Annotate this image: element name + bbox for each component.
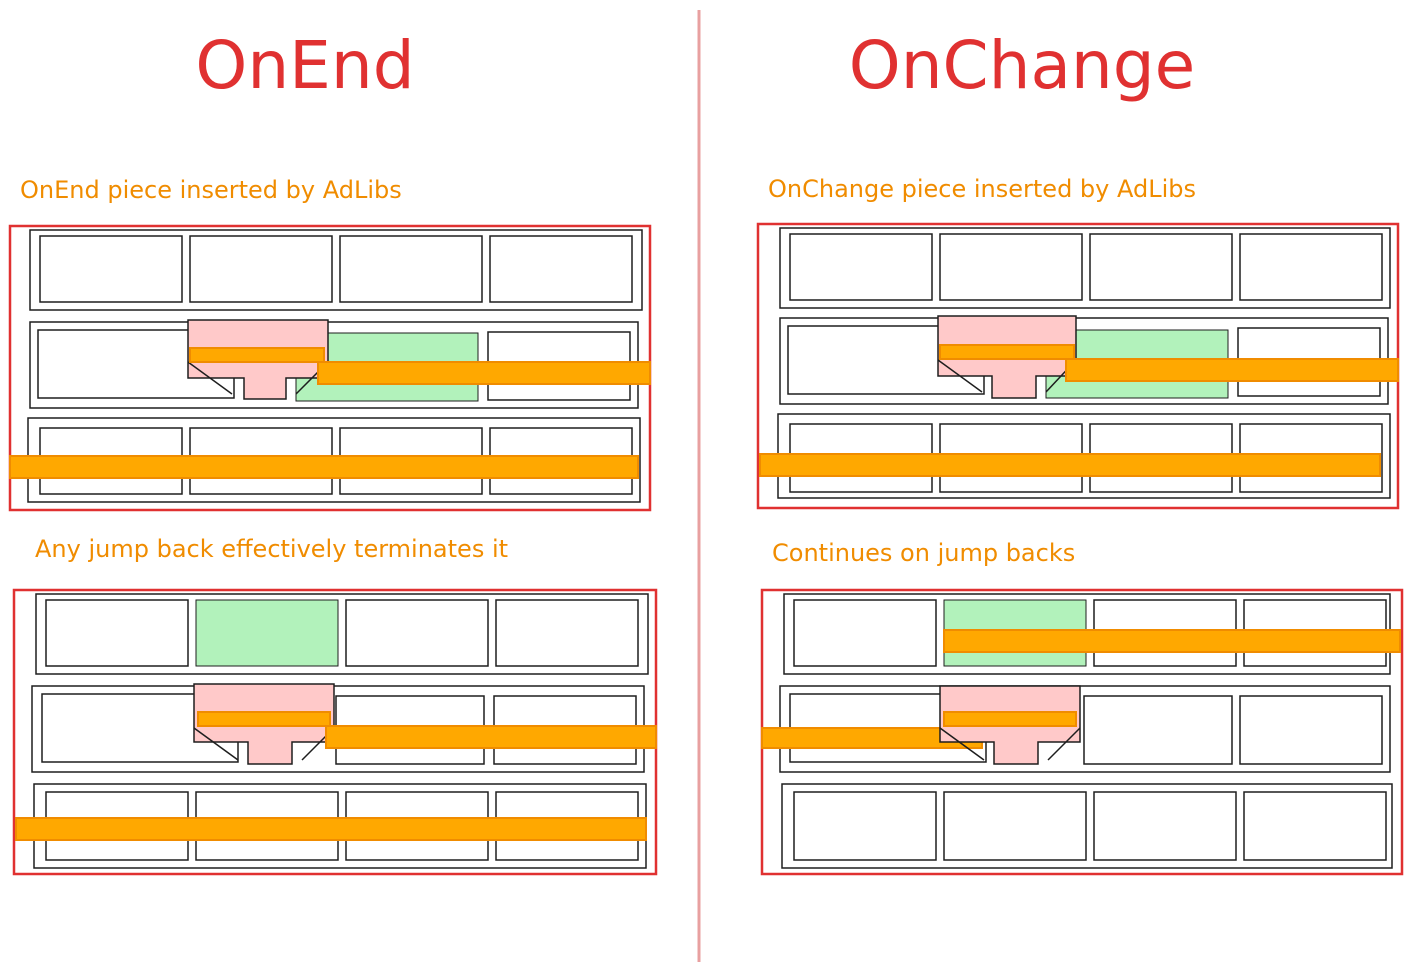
cell: [793, 791, 937, 861]
cell: [1239, 695, 1383, 765]
left-top-panel: [8, 224, 652, 512]
cell: [39, 235, 183, 303]
left-top-caption: OnEnd piece inserted by AdLibs: [20, 176, 402, 204]
right-bottom-panel: [760, 588, 1404, 876]
left-bottom-caption: Any jump back effectively terminates it: [35, 535, 508, 563]
cell: [1243, 791, 1387, 861]
adlib-bar: [943, 711, 1077, 727]
bottom-bar: [9, 455, 639, 479]
cell: [45, 599, 189, 667]
row-frame: [29, 229, 643, 311]
cell: [1239, 233, 1383, 301]
cell: [189, 235, 333, 303]
adlib-bar: [197, 711, 331, 727]
cell: [793, 599, 937, 667]
right-top-caption: OnChange piece inserted by AdLibs: [768, 175, 1196, 203]
row-frame: [781, 783, 1393, 869]
cell: [339, 235, 483, 303]
green-cell: [195, 599, 339, 667]
continuation-bar: [1065, 358, 1399, 382]
bottom-bar: [759, 453, 1381, 477]
adlib-piece-edge: [187, 361, 233, 395]
cell: [489, 235, 633, 303]
cell: [495, 599, 639, 667]
adlib-piece-edge: [937, 359, 983, 393]
right-top-panel: [756, 222, 1400, 510]
continuation-bar: [325, 725, 657, 749]
adlib-piece-edge: [939, 727, 985, 761]
row-frame: [35, 593, 649, 675]
right-title: OnChange: [849, 27, 1195, 104]
left-title: OnEnd: [195, 27, 414, 104]
cell: [789, 233, 933, 301]
cell: [345, 599, 489, 667]
cell: [1093, 791, 1237, 861]
cell: [939, 233, 1083, 301]
left-bottom-panel: [12, 588, 658, 876]
adlib-piece-edge: [1047, 727, 1081, 761]
row-frame: [779, 227, 1391, 309]
continuation-bar: [943, 629, 1401, 653]
cell: [1083, 695, 1233, 765]
adlib-bar: [939, 344, 1075, 360]
adlib-bar: [189, 347, 325, 363]
bottom-bar: [15, 817, 647, 841]
continuation-bar: [317, 361, 651, 385]
adlib-piece-edge: [193, 727, 239, 761]
cell: [943, 791, 1087, 861]
cell: [1089, 233, 1233, 301]
right-bottom-caption: Continues on jump backs: [772, 539, 1075, 567]
